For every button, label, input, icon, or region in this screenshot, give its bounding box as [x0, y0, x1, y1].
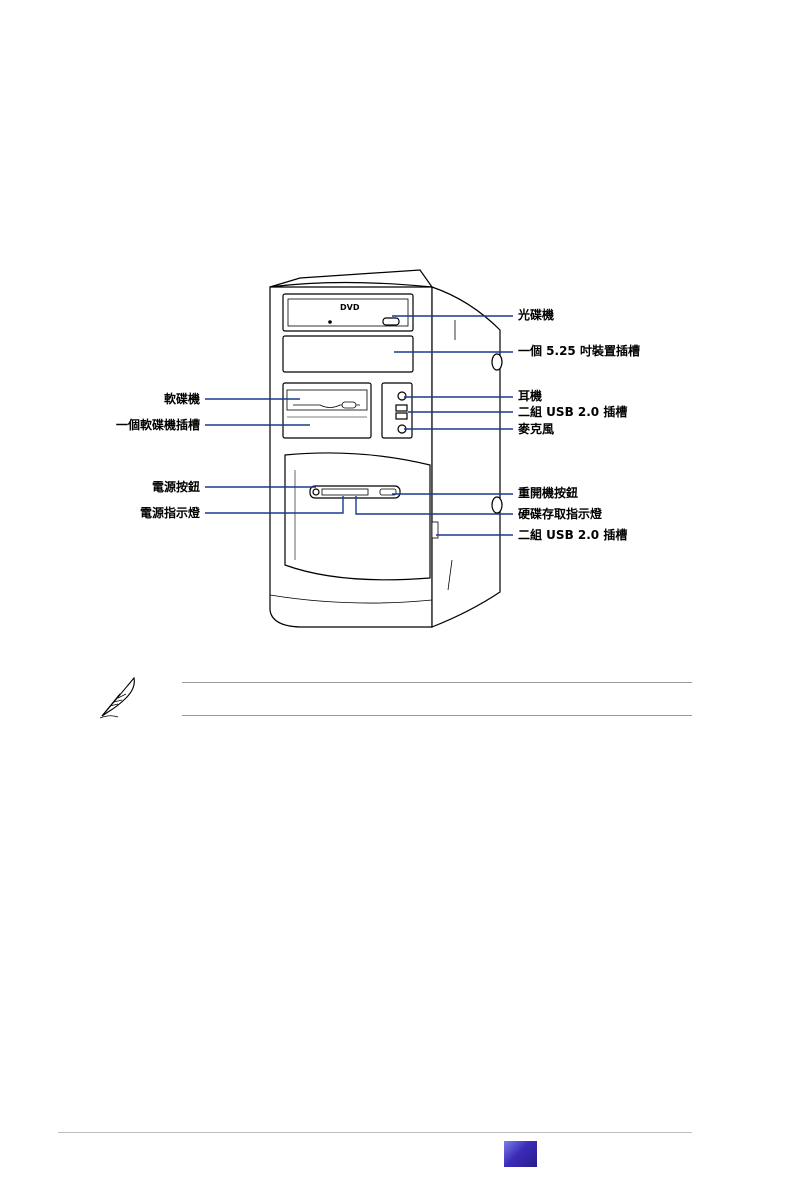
computer-case-illustration: DVD [0, 0, 795, 660]
label-floppy-drive: 軟碟機 [164, 392, 200, 406]
bay-525 [283, 336, 413, 372]
label-525-bay: 一個 5.25 吋裝置插槽 [518, 344, 640, 358]
note-top-rule [182, 682, 692, 683]
label-power-button: 電源按鈕 [152, 480, 200, 494]
case-side-panel [432, 287, 500, 627]
note-bottom-rule [182, 715, 692, 716]
floppy-drive [283, 383, 371, 438]
label-usb-side: 二組 USB 2.0 插槽 [518, 528, 627, 542]
label-reset-button: 重開機按鈕 [518, 486, 578, 500]
label-power-led: 電源指示燈 [140, 506, 200, 520]
label-microphone: 麥克風 [518, 422, 554, 436]
label-optical-drive: 光碟機 [518, 308, 554, 322]
label-hdd-led: 硬碟存取指示燈 [518, 507, 602, 521]
front-door [285, 453, 430, 580]
footer-rule [58, 1132, 692, 1133]
label-headphone: 耳機 [518, 389, 542, 403]
feather-pen-icon [96, 674, 140, 720]
label-usb-front: 二組 USB 2.0 插槽 [518, 405, 627, 419]
label-floppy-bay: 一個軟碟機插槽 [116, 418, 200, 432]
chapter-tab-marker [504, 1141, 537, 1167]
dvd-logo-text: DVD [340, 303, 360, 312]
